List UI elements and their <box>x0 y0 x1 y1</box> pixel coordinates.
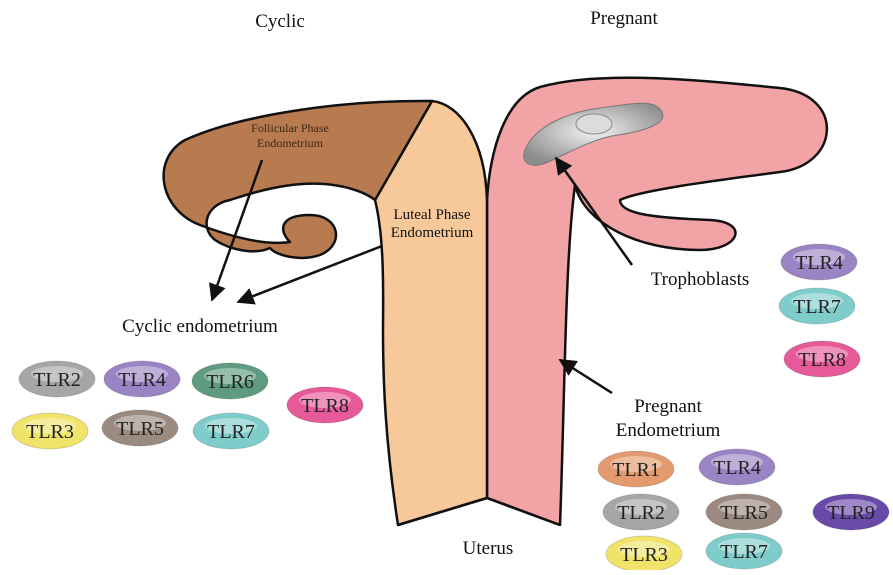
cyclic-tlr-badge: TLR5 <box>102 410 178 446</box>
title-cyclic: Cyclic <box>255 11 305 32</box>
pregnant-tlr-badge: TLR5 <box>706 494 782 530</box>
label-follicular-line1: Follicular Phase <box>251 121 329 135</box>
tlr-badge-label: TLR6 <box>206 371 254 393</box>
label-luteal-line1: Luteal Phase <box>393 207 470 223</box>
cyclic-tlr-badge: TLR3 <box>12 413 88 449</box>
label-trophoblasts: Trophoblasts <box>651 269 750 290</box>
pregnant-tlr-badge: TLR3 <box>606 536 682 570</box>
tlr-badge-label: TLR4 <box>118 369 166 391</box>
tlr-badge-label: TLR2 <box>33 369 81 391</box>
tlr-badge-label: TLR7 <box>793 296 841 318</box>
label-uterus: Uterus <box>463 538 514 559</box>
trophoblast-core <box>576 114 612 134</box>
label-cyclic-endometrium: Cyclic endometrium <box>122 316 278 337</box>
cyclic-tlr-badge: TLR6 <box>192 363 268 399</box>
pregnant-tlr-badge: TLR9 <box>813 494 889 530</box>
pregnant-tlr-badge: TLR7 <box>706 533 782 569</box>
cyclic-tlr-badge: TLR8 <box>287 387 363 423</box>
trophoblast-tlr-badge: TLR4 <box>781 244 857 280</box>
tlr-badge-label: TLR4 <box>795 252 843 274</box>
pregnant-tlr-badge: TLR1 <box>598 451 674 487</box>
tlr-badge-label: TLR4 <box>713 457 761 479</box>
trophoblast-tlr-badge: TLR8 <box>784 341 860 377</box>
cyclic-tlr-badge: TLR4 <box>104 361 180 397</box>
label-follicular-line2: Endometrium <box>257 136 324 150</box>
tlr-badge-label: TLR8 <box>798 349 846 371</box>
arrow-pregnant-endometrium <box>560 360 612 393</box>
label-pregnant-line2: Endometrium <box>616 420 721 441</box>
tlr-badge-label: TLR5 <box>720 502 768 524</box>
label-luteal-line2: Endometrium <box>391 225 474 241</box>
tlr-badge-label: TLR1 <box>612 459 660 481</box>
cyclic-tlr-badge: TLR7 <box>193 413 269 449</box>
cyclic-tlr-badge: TLR2 <box>19 361 95 397</box>
tlr-badge-label: TLR9 <box>827 502 875 524</box>
label-pregnant-line1: Pregnant <box>634 396 702 417</box>
pregnant-tlr-badge: TLR2 <box>603 494 679 530</box>
pregnant-tlr-badge: TLR4 <box>699 449 775 485</box>
tlr-badge-label: TLR3 <box>620 544 668 566</box>
tlr-badge-label: TLR2 <box>617 502 665 524</box>
tlr-badge-label: TLR7 <box>720 541 768 563</box>
tlr-badge-label: TLR5 <box>116 418 164 440</box>
tlr-badge-label: TLR3 <box>26 421 74 443</box>
tlr-badge-label: TLR7 <box>207 421 255 443</box>
tlr-badge-label: TLR8 <box>301 395 349 417</box>
title-pregnant: Pregnant <box>590 8 658 29</box>
trophoblast-tlr-badge: TLR7 <box>779 288 855 324</box>
